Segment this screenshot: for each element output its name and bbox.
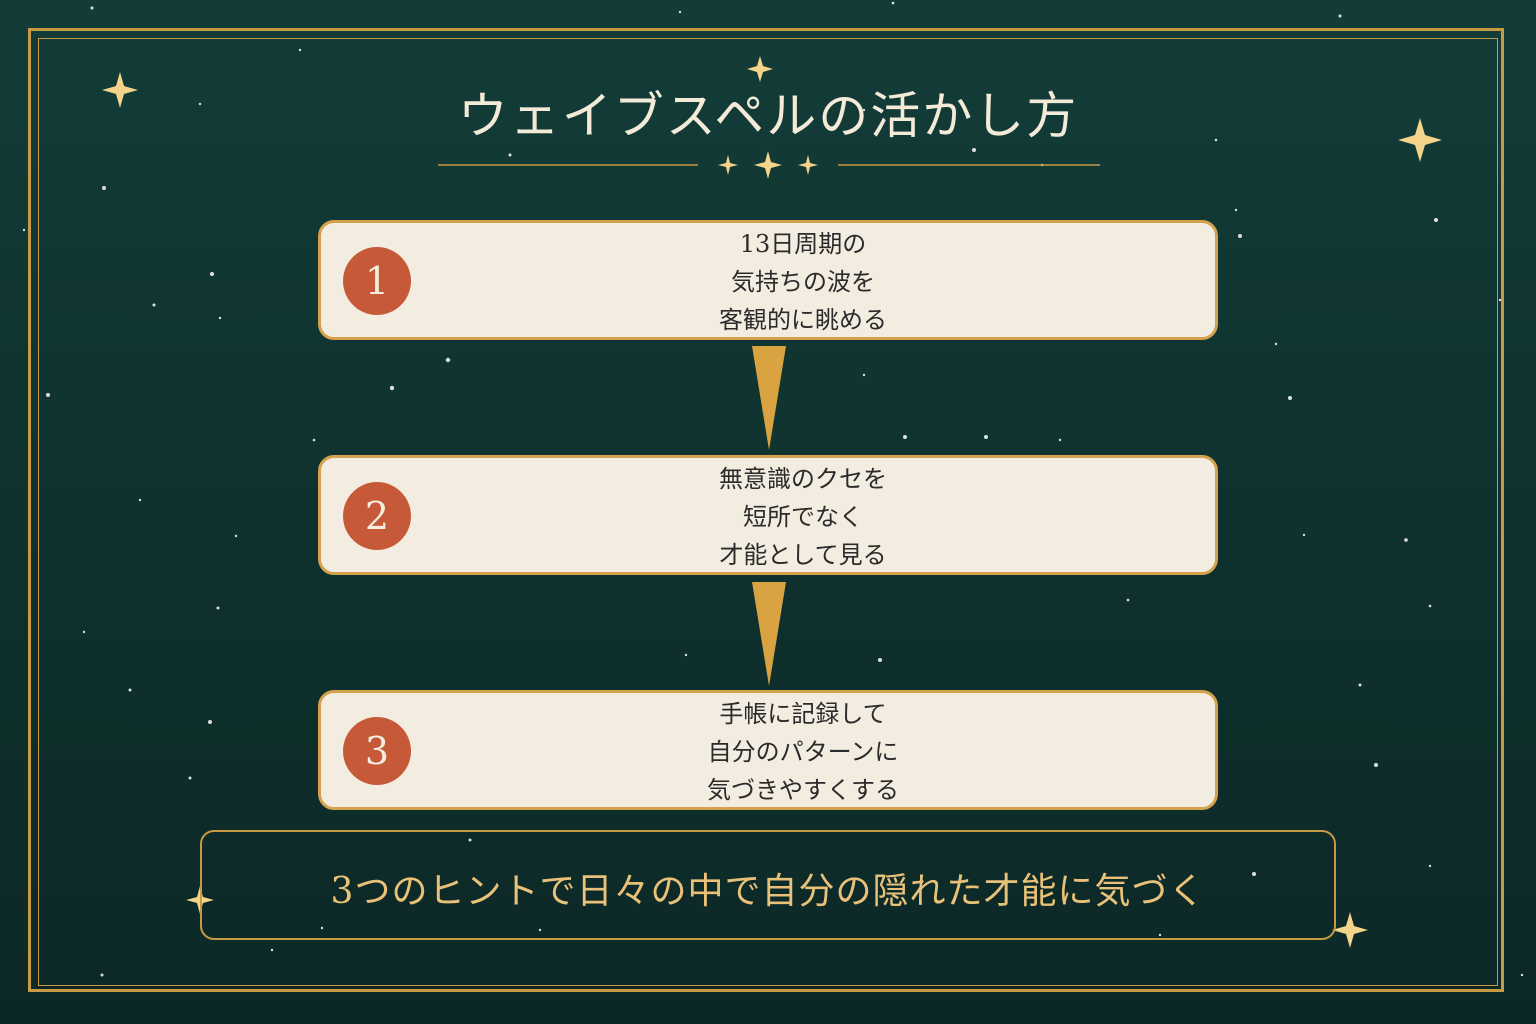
inner-frame	[38, 38, 1498, 986]
step-text: 手帳に記録して 自分のパターンに 気づきやすくする	[621, 695, 985, 809]
arrow-down-icon	[752, 582, 786, 686]
step-line: 気づきやすくする	[707, 776, 899, 804]
step-card-2: 2 無意識のクセを 短所でなく 才能として見る	[318, 455, 1218, 575]
step-line: 客観的に眺める	[719, 306, 887, 334]
sparkle-icon	[798, 155, 818, 175]
step-line: 気持ちの波を	[731, 268, 875, 296]
summary-text: 3つのヒントで日々の中で自分の隠れた才能に気づく	[330, 871, 1206, 912]
step-line: 無意識のクセを	[719, 465, 887, 493]
step-number-badge: 3	[343, 717, 411, 785]
step-card-3: 3 手帳に記録して 自分のパターンに 気づきやすくする	[318, 690, 1218, 810]
step-text: 13日周期の 気持ちの波を 客観的に眺める	[621, 225, 985, 339]
sparkle-icon	[754, 151, 782, 179]
outer-frame	[28, 28, 1504, 992]
step-line: 自分のパターンに	[707, 738, 899, 766]
step-line: 才能として見る	[719, 541, 887, 569]
step-line: 短所でなく	[743, 503, 863, 531]
step-number-badge: 1	[343, 247, 411, 315]
step-card-1: 1 13日周期の 気持ちの波を 客観的に眺める	[318, 220, 1218, 340]
step-text: 無意識のクセを 短所でなく 才能として見る	[621, 460, 985, 574]
step-number-badge: 2	[343, 482, 411, 550]
arrow-down-icon	[752, 346, 786, 450]
sparkle-icon	[718, 155, 738, 175]
summary-box: 3つのヒントで日々の中で自分の隠れた才能に気づく	[200, 830, 1336, 940]
step-line: 13日周期の	[739, 230, 867, 258]
page-title: ウェイブスペルの活かし方	[457, 87, 1079, 145]
step-line: 手帳に記録して	[719, 700, 887, 728]
title-ornament	[438, 151, 1100, 179]
